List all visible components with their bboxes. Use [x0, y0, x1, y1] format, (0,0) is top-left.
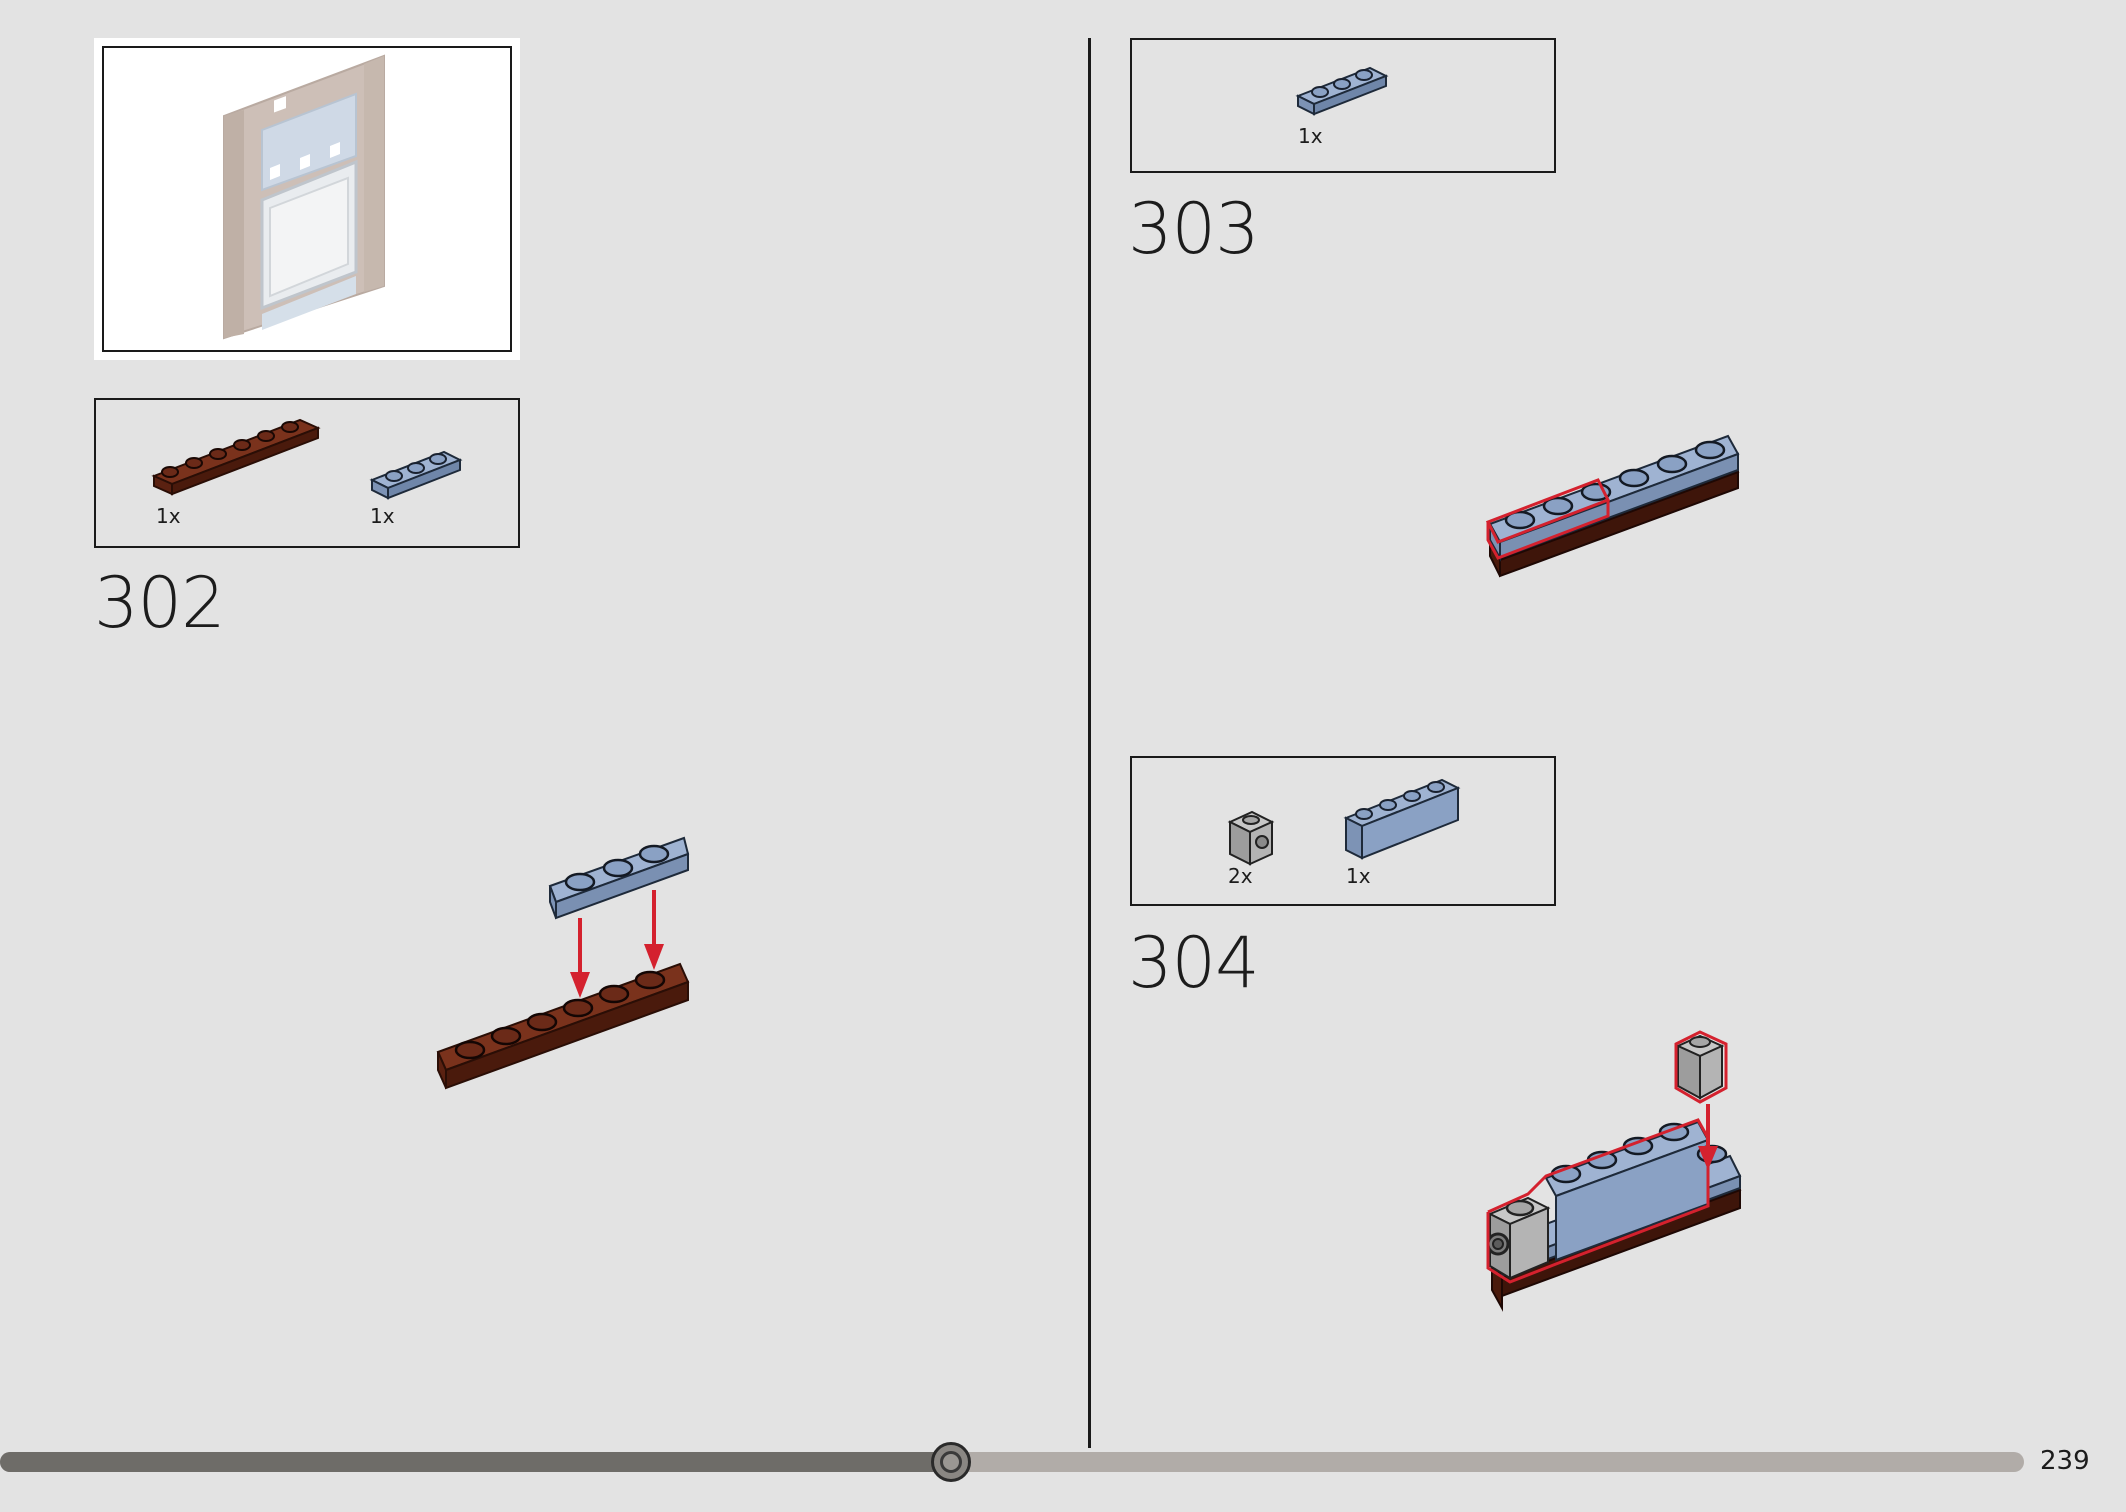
step-303-illustration [1485, 434, 1740, 578]
part-sand-blue-brick-1x4 [1343, 778, 1461, 860]
part-grey-brick-1x1-stud [1227, 810, 1275, 866]
page-progress-fill [0, 1452, 951, 1472]
parts-list-304: 2x 1x [1130, 756, 1556, 906]
part-qty: 2x [1228, 864, 1253, 888]
part-qty: 1x [1298, 124, 1323, 148]
step-304-illustration [1486, 1030, 1742, 1312]
part-sand-blue-plate-1x3 [1295, 66, 1389, 116]
part-qty: 1x [370, 504, 395, 528]
step-302-illustration [436, 836, 690, 1090]
subassembly-inner-frame [102, 46, 512, 352]
step-number: 303 [1128, 188, 1260, 270]
part-qty: 1x [156, 504, 181, 528]
part-brown-plate-1x6 [151, 418, 321, 496]
page-progress-knob[interactable] [931, 1442, 971, 1482]
subassembly-callout [94, 38, 520, 360]
step-number: 302 [94, 562, 226, 644]
parts-list-303: 1x [1130, 38, 1556, 173]
page-number: 239 [2040, 1446, 2090, 1476]
part-qty: 1x [1346, 864, 1371, 888]
step-number: 304 [1128, 922, 1260, 1004]
window-frame-illustration [223, 54, 385, 340]
part-sand-blue-plate-1x3 [369, 450, 463, 500]
parts-list-302: 1x 1x [94, 398, 520, 548]
page-divider [1088, 38, 1091, 1448]
